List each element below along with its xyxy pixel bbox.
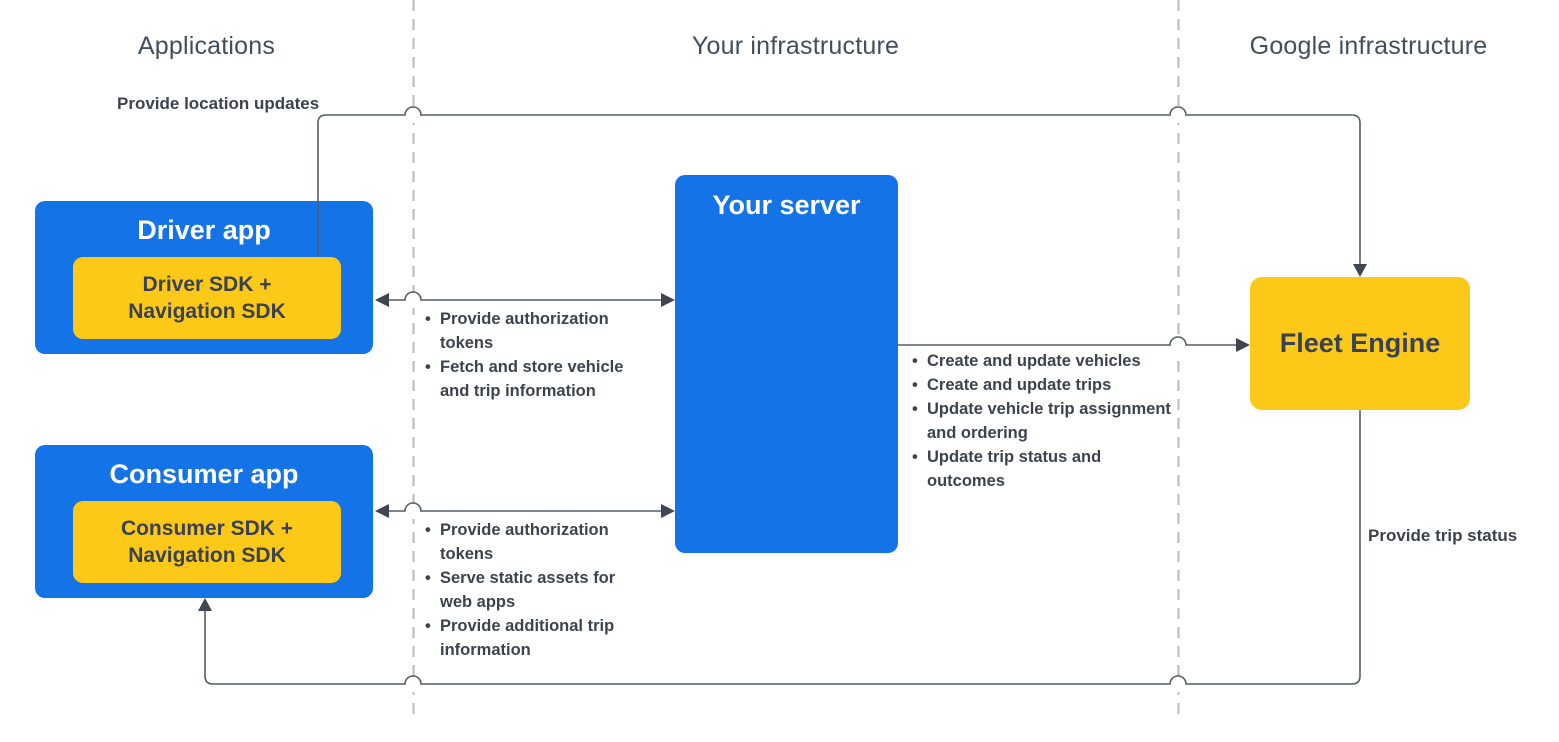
label-provide-location-updates: Provide location updates xyxy=(117,94,320,113)
arrowhead-into-server-upper xyxy=(661,293,675,307)
bullet-item: Create and update trips xyxy=(912,373,1178,397)
arrowhead-into-server-lower xyxy=(661,504,675,518)
consumer-sdk-label-line2: Navigation SDK xyxy=(128,544,286,567)
bullet-item: Update trip status and outcomes xyxy=(912,445,1178,493)
edge-driver-server xyxy=(388,291,662,301)
arrowhead-into-consumer-bottom xyxy=(198,598,212,611)
label-provide-trip-status: Provide trip status xyxy=(1368,526,1518,545)
bullet-item: Update vehicle trip assignment and order… xyxy=(912,397,1178,445)
bullet-item: Serve static assets for web apps xyxy=(425,566,637,614)
column-header-your-infrastructure: Your infrastructure xyxy=(691,32,900,60)
consumer-sdk-label-line1: Consumer SDK + xyxy=(120,517,294,540)
consumer-app-box: Consumer app Consumer SDK + Navigation S… xyxy=(35,445,373,598)
driver-sdk-box: Driver SDK + Navigation SDK xyxy=(73,257,341,339)
column-header-applications: Applications xyxy=(137,32,276,60)
arrowhead-into-consumer-app xyxy=(375,504,389,518)
bullet-item: Provide authorization tokens xyxy=(425,518,637,566)
bullet-item: Create and update vehicles xyxy=(912,349,1178,373)
fleet-engine-box: Fleet Engine xyxy=(1250,277,1470,410)
fleet-engine-title: Fleet Engine xyxy=(1279,328,1441,358)
edge-consumer-server xyxy=(388,502,662,512)
your-server-box: Your server xyxy=(675,175,898,553)
bullet-item: Provide additional trip information xyxy=(425,614,637,662)
your-server-title: Your server xyxy=(712,190,861,220)
bullet-item: Provide authorization tokens xyxy=(425,307,645,355)
consumer-server-bullet-list: Provide authorization tokensServe static… xyxy=(425,518,637,662)
server-fleet-bullet-list: Create and update vehiclesCreate and upd… xyxy=(912,349,1178,493)
edge-server-fleet xyxy=(898,336,1237,346)
consumer-sdk-box: Consumer SDK + Navigation SDK xyxy=(73,501,341,583)
driver-sdk-label-line1: Driver SDK + xyxy=(142,273,272,296)
arrowhead-into-fleet-left xyxy=(1236,338,1250,352)
driver-app-box: Driver app Driver SDK + Navigation SDK xyxy=(35,201,373,354)
consumer-app-title: Consumer app xyxy=(109,459,299,489)
column-header-google-infrastructure: Google infrastructure xyxy=(1249,32,1488,60)
arrowhead-into-driver-app xyxy=(375,293,389,307)
driver-app-title: Driver app xyxy=(137,215,271,245)
bullet-item: Fetch and store vehicle and trip informa… xyxy=(425,355,645,403)
driver-server-bullet-list: Provide authorization tokensFetch and st… xyxy=(425,307,645,403)
driver-sdk-label-line2: Navigation SDK xyxy=(128,300,286,323)
arrowhead-into-fleet-top xyxy=(1353,264,1367,277)
